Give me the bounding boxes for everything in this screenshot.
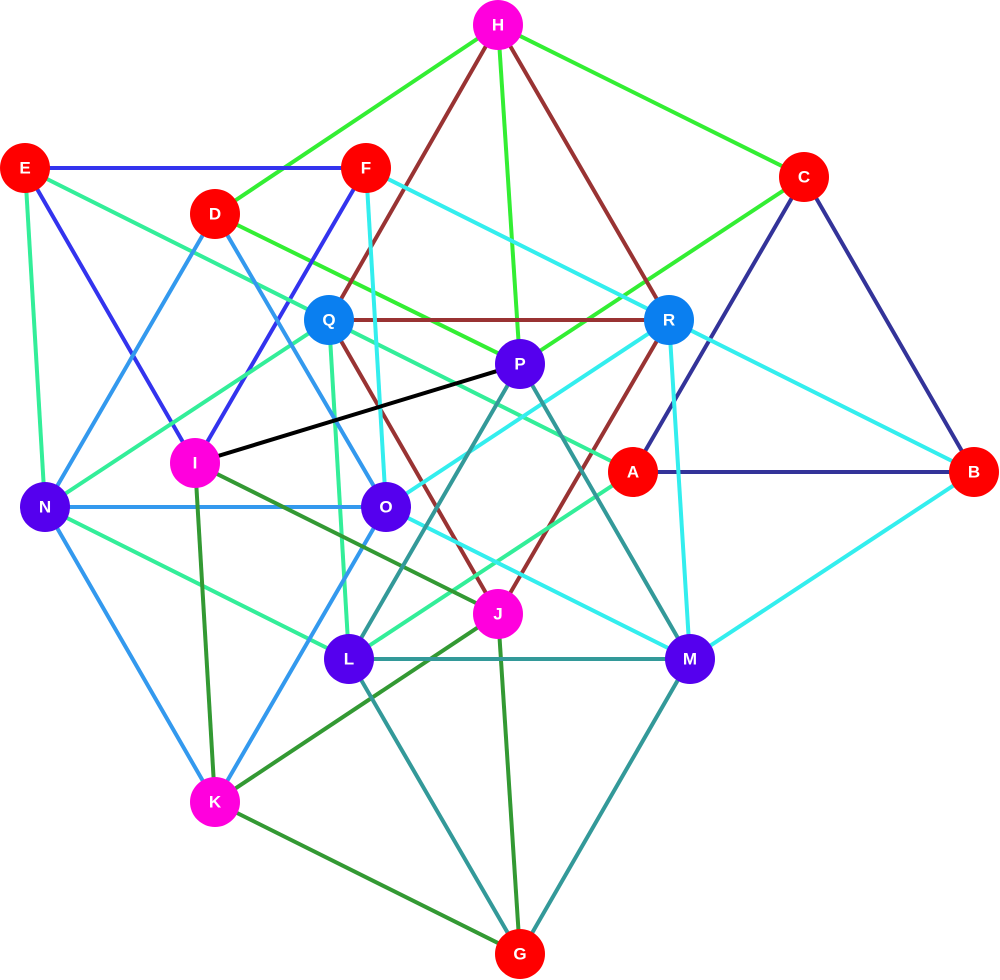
node-h: H xyxy=(473,0,523,50)
node-label: J xyxy=(493,605,502,624)
node-b: B xyxy=(949,447,999,497)
edge-r-j xyxy=(496,318,671,616)
node-circle xyxy=(304,295,354,345)
edge-f-i xyxy=(193,166,368,465)
node-label: H xyxy=(492,16,504,35)
edge-d-n xyxy=(43,212,217,509)
edge-i-j xyxy=(194,461,499,616)
node-c: C xyxy=(779,152,829,202)
edge-r-m xyxy=(667,319,692,660)
edge-h-c xyxy=(497,23,805,179)
node-label: F xyxy=(361,159,371,178)
node-circle xyxy=(361,482,411,532)
node-j: J xyxy=(473,589,523,639)
node-circle xyxy=(949,447,999,497)
edge-o-k xyxy=(213,505,388,804)
node-label: D xyxy=(209,205,221,224)
node-circle xyxy=(473,589,523,639)
edge-c-b xyxy=(802,176,976,473)
node-circle xyxy=(608,447,658,497)
edge-n-k xyxy=(43,506,217,803)
node-circle xyxy=(190,189,240,239)
node-label: L xyxy=(344,650,354,669)
node-circle xyxy=(324,634,374,684)
node-o: O xyxy=(361,482,411,532)
node-label: Q xyxy=(322,311,335,330)
node-d: D xyxy=(190,189,240,239)
edge-c-a xyxy=(631,175,806,474)
node-k: K xyxy=(190,777,240,827)
node-circle xyxy=(190,777,240,827)
node-label: I xyxy=(193,454,198,473)
edge-m-g xyxy=(518,658,692,955)
node-f: F xyxy=(341,143,391,193)
edge-d-p xyxy=(214,212,521,366)
node-label: N xyxy=(39,498,51,517)
node-label: K xyxy=(209,793,222,812)
node-i: I xyxy=(170,438,220,488)
node-circle xyxy=(473,0,523,50)
edge-p-m xyxy=(518,363,692,660)
edge-l-g xyxy=(347,657,522,956)
node-label: A xyxy=(627,463,639,482)
node-circle xyxy=(495,929,545,979)
edge-q-j xyxy=(327,319,500,615)
node-circle xyxy=(0,143,50,193)
edge-f-o xyxy=(364,167,388,508)
edge-n-l xyxy=(44,505,350,661)
node-label: P xyxy=(514,355,525,374)
edge-h-d xyxy=(213,23,500,216)
node-label: C xyxy=(798,168,810,187)
node-label: E xyxy=(19,159,30,178)
edge-p-l xyxy=(347,362,522,661)
edge-b-m xyxy=(688,470,976,661)
node-n: N xyxy=(20,482,70,532)
edge-e-n xyxy=(23,167,47,508)
edge-q-l xyxy=(327,319,351,660)
node-label: M xyxy=(683,650,697,669)
node-circle xyxy=(495,339,545,389)
node-a: A xyxy=(608,447,658,497)
edge-h-r xyxy=(496,23,671,322)
edge-q-n xyxy=(43,318,331,509)
node-label: R xyxy=(663,311,675,330)
edge-layer xyxy=(23,23,976,956)
node-label: B xyxy=(968,463,980,482)
edge-j-g xyxy=(496,613,522,955)
edge-d-o xyxy=(213,212,388,509)
node-m: M xyxy=(665,634,715,684)
edge-k-g xyxy=(214,800,521,956)
node-label: G xyxy=(513,945,526,964)
node-label: O xyxy=(379,498,392,517)
edge-r-o xyxy=(384,318,671,509)
node-g: G xyxy=(495,929,545,979)
edge-c-p xyxy=(518,175,806,366)
edge-h-p xyxy=(496,24,522,365)
node-circle xyxy=(779,152,829,202)
node-circle xyxy=(665,634,715,684)
edge-h-q xyxy=(327,24,500,321)
node-q: Q xyxy=(304,295,354,345)
edge-j-k xyxy=(213,612,500,804)
edge-i-k xyxy=(193,462,217,803)
node-circle xyxy=(170,438,220,488)
node-l: L xyxy=(324,634,374,684)
edge-p-i xyxy=(194,362,521,465)
node-circle xyxy=(20,482,70,532)
node-circle xyxy=(341,143,391,193)
edge-a-l xyxy=(347,470,635,661)
node-circle xyxy=(644,295,694,345)
edge-o-m xyxy=(385,505,691,661)
node-e: E xyxy=(0,143,50,193)
node-p: P xyxy=(495,339,545,389)
node-r: R xyxy=(644,295,694,345)
edge-e-i xyxy=(23,167,197,464)
